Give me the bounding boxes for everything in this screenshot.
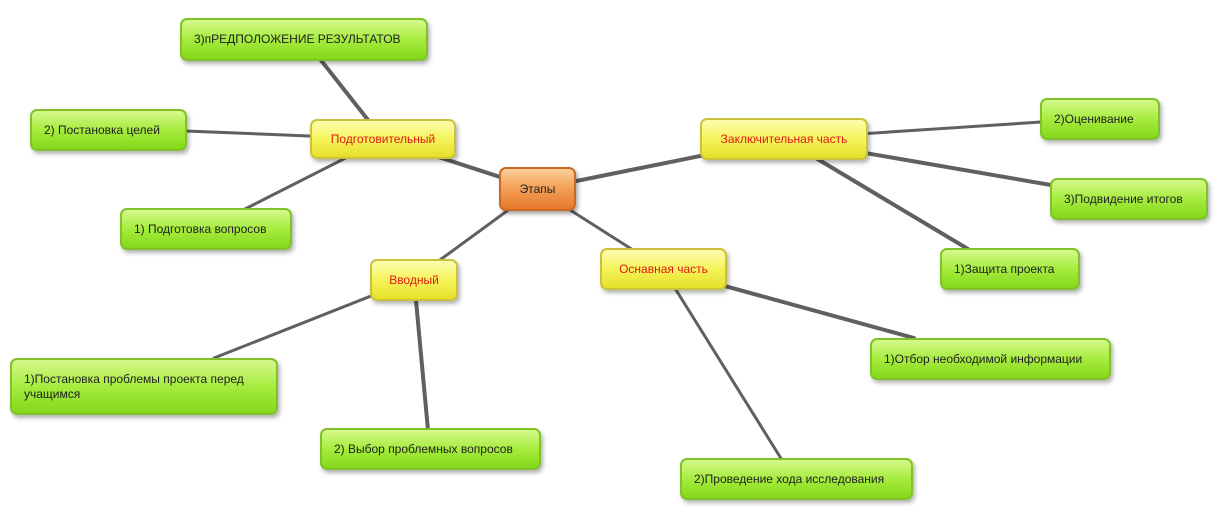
leaf-label: 1)Постановка проблемы проекта перед учащ… [24, 371, 244, 401]
link-osnov-research [661, 267, 784, 462]
leaf-node-evaluation[interactable]: 2)Оценивание [1040, 98, 1160, 140]
leaf-label: 3)Подвидение итогов [1064, 191, 1183, 206]
link-vvodny-choice [412, 277, 430, 432]
branch-label: Вводный [389, 272, 439, 287]
leaf-node-selection[interactable]: 1)Отбор необходимой информации [870, 338, 1111, 380]
branch-label: Оснавная часть [619, 261, 708, 276]
root-node-etapy[interactable]: Этапы [499, 167, 576, 211]
branch-node-podgotovitelny[interactable]: Подготовительный [310, 119, 456, 159]
leaf-node-research[interactable]: 2)Проведение хода исследования [680, 458, 913, 500]
leaf-node-problem[interactable]: 1)Постановка проблемы проекта перед учащ… [10, 358, 278, 415]
root-label: Этапы [519, 181, 556, 196]
leaf-label: 1)Защита проекта [954, 261, 1055, 276]
leaf-label: 2) Выбор проблемных вопросов [334, 441, 513, 456]
leaf-label: 2)Оценивание [1054, 111, 1134, 126]
leaf-label: 3)пРЕДПОЛОЖЕНИЕ РЕЗУЛЬТАТОВ [194, 32, 401, 46]
leaf-node-goals[interactable]: 2) Постановка целей [30, 109, 187, 151]
leaf-node-defense[interactable]: 1)Защита проекта [940, 248, 1080, 290]
branch-node-vvodny[interactable]: Вводный [370, 259, 458, 301]
leaf-node-questions[interactable]: 1) Подготовка вопросов [120, 208, 292, 250]
leaf-label: 1) Подготовка вопросов [134, 221, 267, 236]
branch-node-osnovnaya[interactable]: Оснавная часть [600, 248, 727, 290]
leaf-node-results[interactable]: 3)Подвидение итогов [1050, 178, 1208, 220]
leaf-node-choice[interactable]: 2) Выбор проблемных вопросов [320, 428, 541, 470]
leaf-label: 2) Постановка целей [44, 122, 160, 137]
branch-label: Заключительная часть [720, 131, 848, 146]
leaf-node-prediction[interactable]: 3)пРЕДПОЛОЖЕНИЕ РЕЗУЛЬТАТОВ [180, 18, 428, 61]
branch-node-zaklyuchitelnaya[interactable]: Заключительная часть [700, 118, 868, 160]
leaf-label: 2)Проведение хода исследования [694, 471, 885, 486]
branch-label: Подготовительный [330, 131, 436, 146]
leaf-label: 1)Отбор необходимой информации [884, 351, 1083, 366]
